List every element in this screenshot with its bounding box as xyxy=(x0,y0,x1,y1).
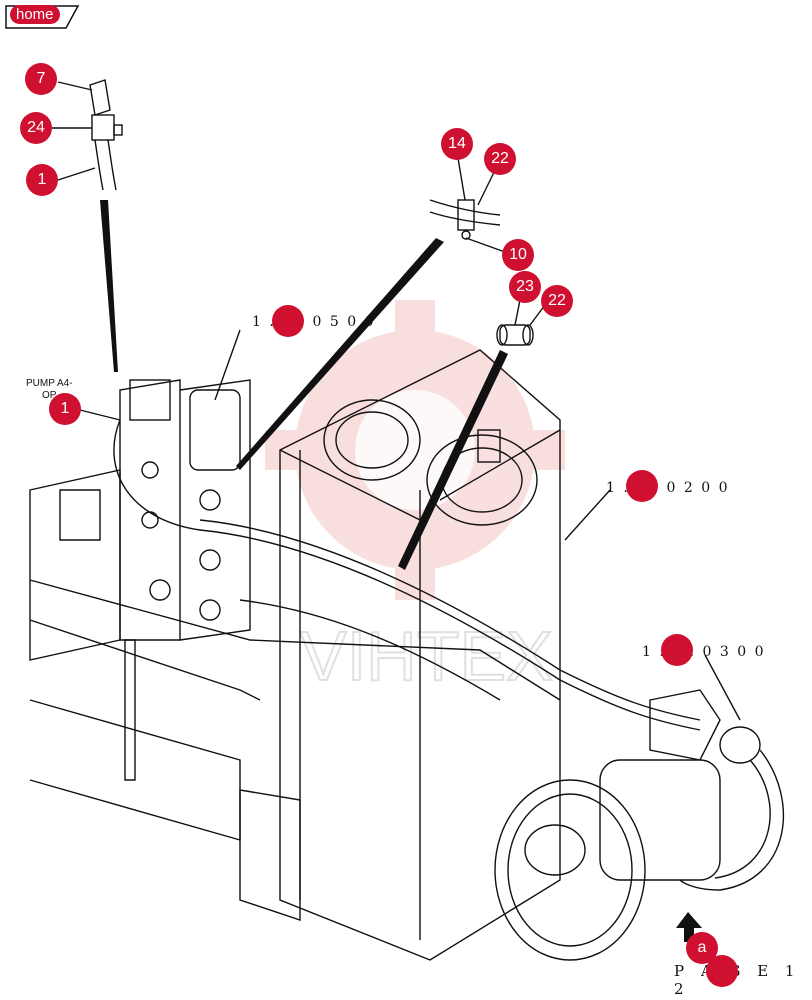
direction-arrow xyxy=(676,912,702,942)
control-valve-block xyxy=(119,379,181,641)
pointer-wedge-2 xyxy=(236,238,444,470)
watermark-text: VIHTEX xyxy=(300,617,553,695)
reference-1030-dot[interactable] xyxy=(661,634,693,666)
callout-23[interactable]: 23 xyxy=(509,271,541,303)
page-label: P A G E 1 2 xyxy=(674,962,801,998)
pump-assembly xyxy=(494,689,785,961)
callout-1[interactable]: 1 xyxy=(26,164,58,196)
callout-7[interactable]: 7 xyxy=(25,63,57,95)
reference-1050[interactable]: 1 . 1 . 0 5 0 0 xyxy=(252,314,376,330)
page-dot[interactable] xyxy=(706,955,738,987)
callout-10[interactable]: 10 xyxy=(502,239,534,271)
callout-22-spacer[interactable]: 22 xyxy=(541,285,573,317)
callout-14[interactable]: 14 xyxy=(441,128,473,160)
callout-24[interactable]: 24 xyxy=(20,112,52,144)
spacer-sleeve xyxy=(499,324,531,346)
top-hose-fitting xyxy=(89,79,111,116)
pump-label: PUMP A4- OP xyxy=(26,378,73,401)
reference-1020-dot[interactable] xyxy=(626,470,658,502)
chassis-frame xyxy=(29,469,121,661)
callout-22[interactable]: 22 xyxy=(484,143,516,175)
reference-1050-dot[interactable] xyxy=(272,305,304,337)
home-button[interactable]: home xyxy=(10,5,60,24)
hydraulic-hose xyxy=(113,419,701,731)
pointer-wedge-3 xyxy=(398,350,508,570)
pointer-wedge-1 xyxy=(100,200,118,372)
clamp-assembly xyxy=(429,199,501,216)
reference-1020[interactable]: 1 . 1 . 0 2 0 0 xyxy=(606,480,730,496)
hydraulic-tank xyxy=(279,349,561,961)
callout-1-valve[interactable]: 1 xyxy=(49,393,81,425)
